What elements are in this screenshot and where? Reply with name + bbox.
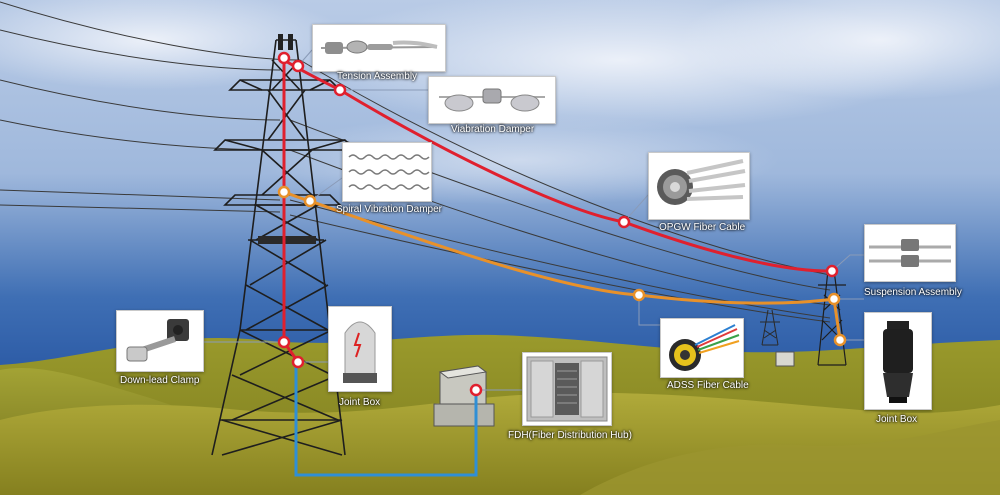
marker [277, 51, 291, 65]
fdh-label: FDH(Fiber Distribution Hub) [508, 430, 632, 441]
spiral-vibration-damper-image [348, 154, 430, 190]
joint-box-right-image [883, 321, 913, 403]
suspension-assembly-callout [864, 224, 956, 282]
joint-box-left-label: Joint Box [339, 397, 381, 408]
marker [291, 59, 305, 73]
adss-fiber-cable-label: ADSS Fiber Cable [667, 380, 749, 391]
suspension-assembly-image [869, 239, 951, 267]
marker [632, 288, 646, 302]
joint-box-left-image [343, 321, 377, 383]
opgw-fiber-cable-callout [648, 152, 750, 220]
background-wires [0, 1, 831, 323]
down-lead-clamp-image [126, 319, 189, 362]
marker [303, 194, 317, 208]
joint-box-left-callout [328, 306, 392, 392]
vibration-damper-label: Viabration Damper [451, 124, 535, 135]
down-lead-clamp-callout [116, 310, 204, 372]
fdh-image [526, 356, 608, 422]
tension-assembly-callout [312, 24, 446, 72]
cloud [0, 0, 350, 90]
cloud [680, 0, 1000, 100]
tension-assembly-image [320, 40, 438, 54]
marker [617, 215, 631, 229]
opgw-cable-image [657, 159, 746, 205]
adss-cable-image [669, 324, 740, 371]
marker [825, 264, 839, 278]
vibration-damper-image [439, 88, 545, 112]
tower-peak [288, 34, 293, 50]
connection-markers [277, 51, 847, 397]
spiral-vibration-damper-label: Spiral Vibration Damper [336, 204, 442, 215]
marker [827, 292, 841, 306]
fdh-callout [522, 352, 612, 426]
down-lead-clamp-label: Down-lead Clamp [120, 375, 200, 386]
vibration-damper-callout: Viabration Damper [428, 76, 556, 135]
underground-line [294, 362, 478, 477]
tower-platform [258, 236, 316, 244]
fdh-cabinet [433, 365, 495, 427]
main-transmission-tower [211, 39, 357, 456]
adss-fiber-cable-callout [660, 318, 744, 378]
foreground-hill [580, 420, 1000, 495]
distant-tower-small [760, 309, 780, 346]
joint-box-right-callout [864, 312, 932, 410]
joint-box-right-label: Joint Box [876, 414, 918, 425]
marker [469, 383, 483, 397]
spiral-vibration-damper-callout [342, 142, 432, 202]
tension-assembly-label: Tension Assembly [337, 71, 418, 82]
opgw-fiber-cable-label: OPGW Fiber Cable [659, 222, 746, 233]
marker [277, 335, 291, 349]
marker [277, 185, 291, 199]
tower-peak [278, 34, 283, 50]
distant-cabinet [775, 351, 795, 367]
marker [291, 355, 305, 369]
marker [333, 83, 347, 97]
suspension-assembly-label: Suspension Assembly [864, 287, 962, 298]
marker [833, 333, 847, 347]
